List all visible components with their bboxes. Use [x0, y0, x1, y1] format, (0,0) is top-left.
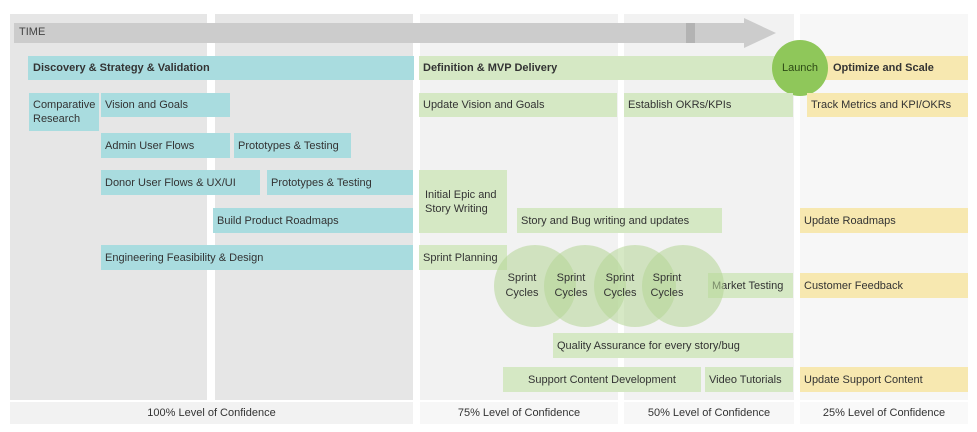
comparative-research-label: Comparative Research — [33, 99, 96, 125]
comparative-research: Comparative Research — [29, 93, 99, 131]
phase-discovery: Discovery & Strategy & Validation — [28, 56, 414, 80]
time-label: TIME — [19, 26, 46, 38]
vision-goals-label: Vision and Goals — [105, 99, 188, 111]
donor-user-flows-label: Donor User Flows & UX/UI — [105, 176, 236, 189]
sprint-cycle-label-4: Sprint Cycles — [650, 272, 684, 299]
vision-goals: Vision and Goals — [101, 93, 230, 117]
build-product-roadmaps: Build Product Roadmaps — [213, 208, 413, 233]
initial-epic-label: Initial Epic and Story Writing — [425, 188, 497, 215]
phase-discovery-label: Discovery & Strategy & Validation — [33, 62, 210, 74]
establish-okrs-label: Establish OKRs/KPIs — [628, 99, 732, 111]
launch-label: Launch — [781, 62, 819, 74]
confidence-50-label: 50% Level of Confidence — [647, 407, 771, 419]
track-metrics: Track Metrics and KPI/OKRs — [807, 93, 968, 117]
support-content-development: Support Content Development — [503, 367, 701, 392]
sprint-cycle-label-1: Sprint Cycles — [505, 272, 539, 299]
phase-definition: Definition & MVP Delivery — [419, 56, 790, 80]
confidence-75-label: 75% Level of Confidence — [457, 407, 581, 419]
time-arrow: TIME — [14, 18, 779, 48]
confidence-25-label: 25% Level of Confidence — [822, 407, 946, 419]
build-product-roadmaps-label: Build Product Roadmaps — [217, 214, 339, 227]
prototypes-testing-1-label: Prototypes & Testing — [238, 139, 339, 152]
phase-definition-label: Definition & MVP Delivery — [423, 62, 558, 74]
engineering-feasibility-label: Engineering Feasibility & Design — [105, 251, 264, 264]
update-vision-goals: Update Vision and Goals — [419, 93, 617, 117]
quality-assurance-label: Quality Assurance for every story/bug — [557, 339, 740, 352]
track-metrics-label: Track Metrics and KPI/OKRs — [811, 99, 952, 111]
update-support-content: Update Support Content — [800, 367, 968, 392]
establish-okrs: Establish OKRs/KPIs — [624, 93, 793, 117]
confidence-50: 50% Level of Confidence — [624, 402, 794, 424]
confidence-100: 100% Level of Confidence — [10, 402, 413, 424]
story-bug-writing-label: Story and Bug writing and updates — [521, 214, 690, 227]
story-bug-writing: Story and Bug writing and updates — [517, 208, 722, 233]
initial-epic: Initial Epic and Story Writing — [419, 170, 507, 233]
customer-feedback: Customer Feedback — [800, 273, 968, 298]
sprint-cycle-label-2: Sprint Cycles — [554, 272, 588, 299]
update-support-content-label: Update Support Content — [804, 373, 923, 386]
confidence-25: 25% Level of Confidence — [800, 402, 968, 424]
quality-assurance: Quality Assurance for every story/bug — [553, 333, 793, 358]
confidence-100-label: 100% Level of Confidence — [147, 407, 276, 419]
sprint-cycle-circle-4 — [642, 245, 724, 327]
prototypes-testing-2: Prototypes & Testing — [267, 170, 413, 195]
phase-optimize-label: Optimize and Scale — [833, 62, 934, 74]
donor-user-flows: Donor User Flows & UX/UI — [101, 170, 260, 195]
sprint-cycle-label-3: Sprint Cycles — [603, 272, 637, 299]
engineering-feasibility: Engineering Feasibility & Design — [101, 245, 413, 270]
sprint-planning-label: Sprint Planning — [423, 251, 498, 264]
update-roadmaps: Update Roadmaps — [800, 208, 968, 233]
launch-milestone: Launch — [772, 40, 828, 96]
market-testing-label: Market Testing — [712, 279, 784, 292]
prototypes-testing-1: Prototypes & Testing — [234, 133, 351, 158]
support-content-development-label: Support Content Development — [528, 373, 676, 386]
customer-feedback-label: Customer Feedback — [804, 279, 904, 292]
update-roadmaps-label: Update Roadmaps — [804, 214, 896, 227]
update-vision-goals-label: Update Vision and Goals — [423, 99, 545, 111]
admin-user-flows-label: Admin User Flows — [105, 139, 195, 152]
phase-optimize: Optimize and Scale — [800, 56, 968, 80]
confidence-75: 75% Level of Confidence — [420, 402, 618, 424]
admin-user-flows: Admin User Flows — [101, 133, 230, 158]
sprint-planning: Sprint Planning — [419, 245, 507, 270]
video-tutorials-label: Video Tutorials — [709, 373, 782, 386]
video-tutorials: Video Tutorials — [705, 367, 793, 392]
prototypes-testing-2-label: Prototypes & Testing — [271, 176, 372, 189]
